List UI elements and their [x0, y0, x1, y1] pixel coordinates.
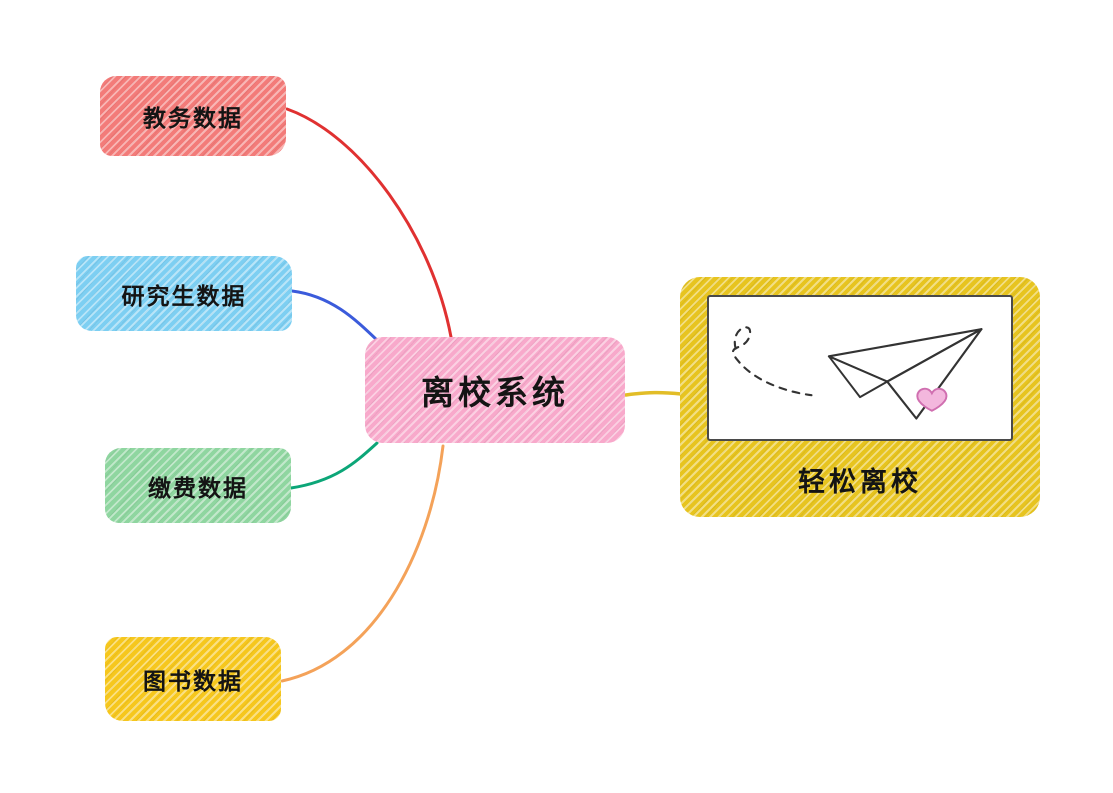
- airplane-trail: [731, 326, 813, 397]
- node-graduate-label: 研究生数据: [121, 283, 247, 310]
- paper-airplane-illustration: [707, 295, 1013, 441]
- connector-payment-line: [289, 441, 379, 490]
- node-graduate-data[interactable]: 研究生数据: [76, 256, 292, 331]
- node-academic-label: 教务数据: [143, 106, 243, 132]
- node-library-label: 图书数据: [143, 669, 243, 695]
- connector-graduate-line: [290, 289, 381, 344]
- node-result-label: 轻松离校: [798, 466, 922, 498]
- node-academic-data[interactable]: 教务数据: [100, 76, 286, 156]
- airplane-lower-flap: [827, 355, 889, 399]
- node-payment-data[interactable]: 缴费数据: [105, 448, 291, 523]
- connector-academic-line: [285, 107, 453, 339]
- connector-library-line: [280, 444, 445, 683]
- connector-result-line: [624, 390, 683, 397]
- paper-airplane-icon: [731, 326, 983, 420]
- node-library-data[interactable]: 图书数据: [105, 637, 281, 721]
- node-root-system[interactable]: 离校系统: [365, 337, 625, 443]
- node-payment-label: 缴费数据: [148, 475, 248, 502]
- airplane-body: [886, 328, 983, 420]
- node-root-label: 离校系统: [421, 373, 569, 412]
- node-result-easy-leave[interactable]: 轻松离校: [680, 277, 1040, 517]
- heart-icon: [916, 387, 948, 412]
